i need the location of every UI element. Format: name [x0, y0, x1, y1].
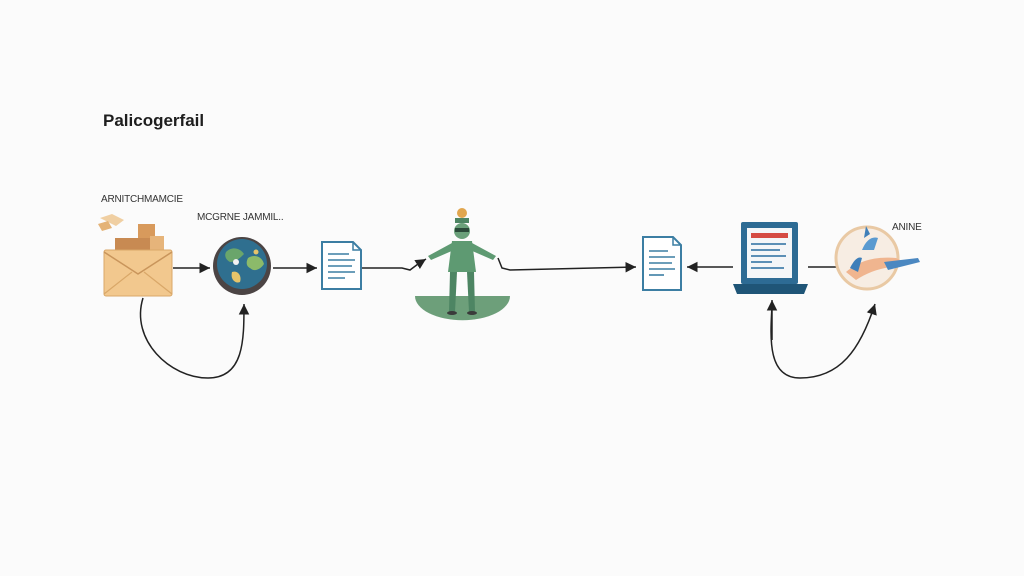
airplane-circle-icon: [834, 225, 920, 291]
open-box-envelope-icon: [98, 214, 173, 297]
target-label: ANINE: [892, 222, 922, 233]
person-figure-icon: [414, 208, 510, 321]
globe-lens-icon: [213, 237, 271, 295]
package-label: ARNITCHMAMCIE: [101, 194, 183, 205]
diagram-title: Palicogerfail: [103, 111, 205, 130]
globe-label: MCGRNE JAMMIL..: [197, 212, 284, 223]
document-icon: [321, 241, 362, 290]
arrows: [139, 257, 877, 379]
laptop-icon: [733, 222, 808, 294]
document-icon: [642, 236, 682, 291]
arrow-doc1-to-person: [362, 258, 427, 271]
arrow-person-to-doc2: [497, 257, 637, 273]
loop-arrow-package-to-globe: [139, 297, 250, 379]
loop-arrow-laptop-to-plane: [770, 303, 877, 379]
